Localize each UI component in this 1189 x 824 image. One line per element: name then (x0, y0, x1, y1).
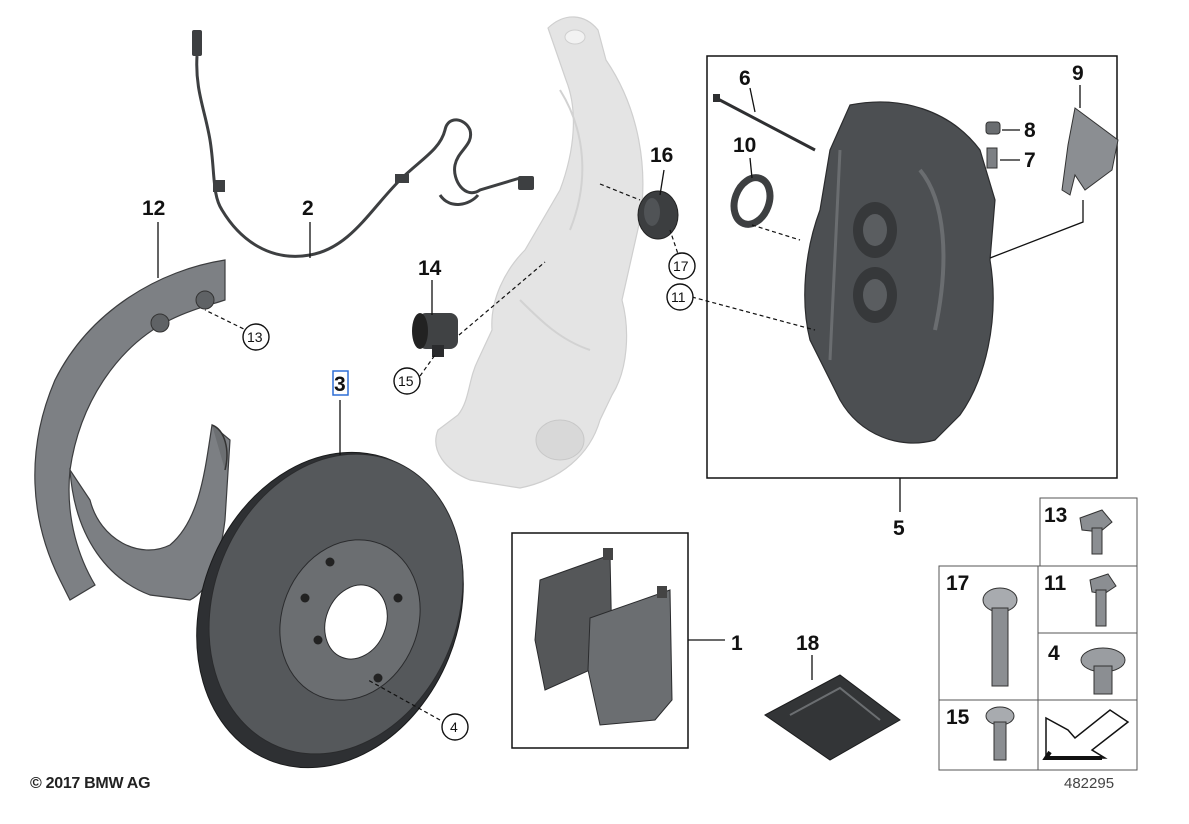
brake-disc[interactable] (151, 412, 510, 808)
legend-label-17: 17 (946, 572, 969, 595)
steering-knuckle[interactable] (435, 16, 644, 489)
callout-lines (157, 85, 1084, 721)
copyright-notice: © 2017 BMW AG (30, 775, 151, 792)
label-9: 9 (1072, 62, 1084, 85)
anti-rattle-spring[interactable] (1061, 107, 1119, 196)
label-3: 3 (334, 373, 346, 396)
bolt-13-icon (1079, 509, 1113, 555)
label-10: 10 (733, 134, 756, 157)
seal-ring[interactable] (728, 173, 776, 230)
brake-dust-shield[interactable] (34, 259, 231, 601)
direction-arrow-icon (1042, 709, 1130, 760)
label-16: 16 (650, 144, 673, 167)
circle-label-13: 13 (247, 329, 263, 345)
legend-label-11: 11 (1044, 572, 1067, 595)
label-7: 7 (1024, 149, 1036, 172)
caliper-assembly-box (706, 55, 1118, 479)
circle-label-4: 4 (450, 719, 458, 735)
bleeder-screw[interactable] (986, 147, 998, 169)
label-18: 18 (796, 632, 820, 655)
circle-label-11: 11 (671, 289, 686, 305)
legend-label-4: 4 (1048, 642, 1060, 665)
circle-label-17: 17 (673, 258, 689, 274)
label-6: 6 (739, 67, 751, 90)
bolt-4-icon (1080, 647, 1126, 695)
legend-label-13: 13 (1044, 504, 1067, 527)
legend-label-15: 15 (946, 706, 970, 729)
grease-packet[interactable] (764, 674, 901, 761)
bolt-legend-grid (938, 497, 1138, 771)
label-5: 5 (893, 517, 905, 540)
grommet[interactable] (637, 190, 679, 240)
brake-pads[interactable] (534, 548, 673, 726)
label-12: 12 (142, 197, 165, 220)
label-8: 8 (1024, 119, 1036, 142)
label-2: 2 (302, 197, 314, 220)
bolt-17-icon (982, 587, 1018, 687)
bolt-11-icon (1089, 573, 1117, 627)
wheel-speed-sensor-cable[interactable] (192, 30, 534, 258)
caliper-guide-pin[interactable] (713, 94, 816, 152)
diagram-id-number: 482295 (1064, 775, 1115, 792)
part-number-labels: 2 12 3 14 16 6 10 8 7 9 5 1 18 13 15 4 1… (142, 62, 1084, 741)
label-1: 1 (731, 632, 743, 655)
brake-caliper[interactable] (804, 101, 996, 444)
label-3-highlight[interactable] (332, 370, 349, 396)
bolt-15-icon (985, 706, 1015, 761)
bushing-sleeve[interactable] (412, 313, 458, 357)
label-14: 14 (418, 257, 442, 280)
bleeder-cap[interactable] (985, 121, 1001, 135)
circle-label-15: 15 (398, 373, 414, 389)
